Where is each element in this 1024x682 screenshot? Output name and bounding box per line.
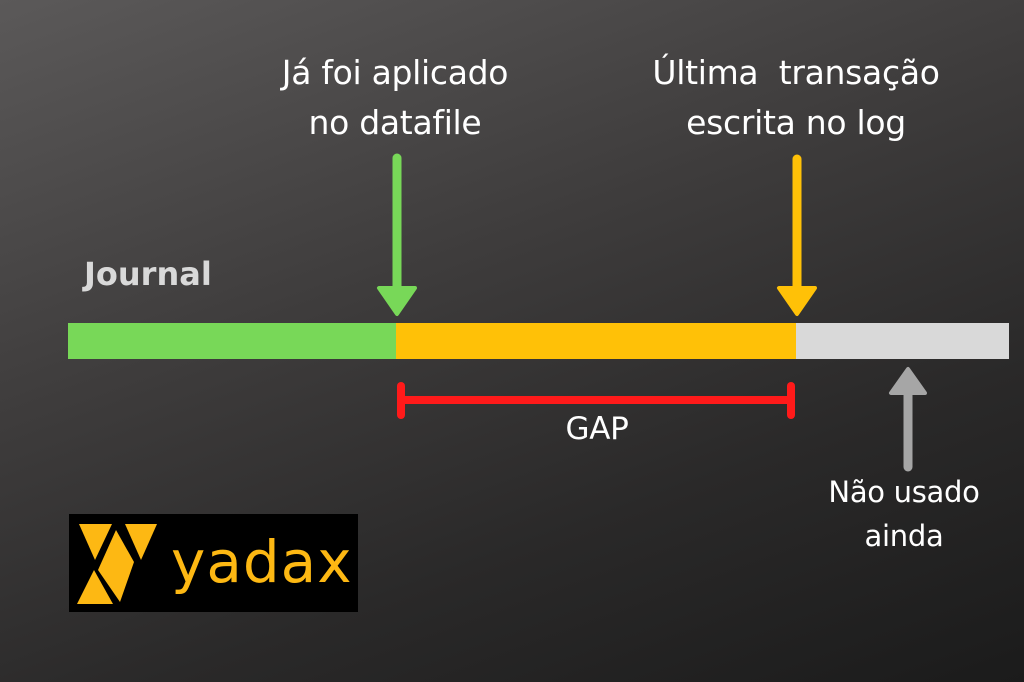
- last-transaction-label: Última transação escrita no log: [652, 53, 940, 142]
- arrow-up-icon-unused: [889, 367, 927, 472]
- applied-to-datafile-label: Já foi aplicado no datafile: [281, 53, 509, 142]
- yadax-logo-icon: [77, 524, 157, 604]
- journal-label: Journal: [84, 255, 212, 293]
- arrow-down-icon-last-transaction: [777, 154, 817, 316]
- not-used-yet-label: Não usado ainda: [828, 475, 980, 553]
- journal-segment-unused: [796, 323, 1009, 359]
- arrow-down-icon-applied: [377, 153, 417, 316]
- journal-segment-pending: [396, 323, 796, 359]
- journal-segment-applied: [68, 323, 396, 359]
- yadax-logo: yadax: [69, 514, 358, 612]
- gap-label: GAP: [565, 411, 629, 447]
- yadax-logo-text: yadax: [171, 528, 353, 596]
